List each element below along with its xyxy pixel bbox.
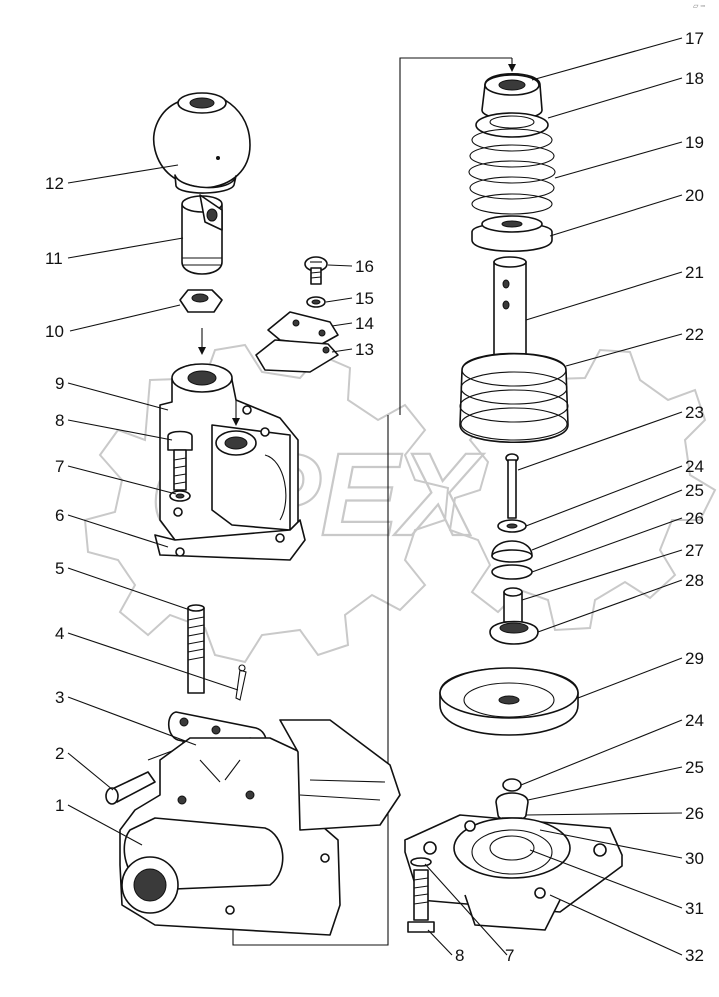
callout-32: 32 [685, 946, 704, 965]
part-22-large-spring [459, 352, 569, 443]
leader-lines [67, 37, 683, 956]
part-25-dome-upper [491, 540, 533, 563]
callout-30: 30 [685, 849, 704, 868]
part-16-screw [304, 256, 328, 285]
callout-10: 10 [45, 322, 64, 341]
callout-12: 12 [45, 174, 64, 193]
part-8-bolt [167, 430, 193, 491]
part-29-diaphragm [439, 667, 579, 736]
part-8-bolt-lower [407, 869, 435, 933]
callout-31: 31 [685, 899, 704, 918]
callout-22: 22 [685, 325, 704, 344]
callout-26-lower: 26 [685, 804, 704, 823]
part-11-clevis [181, 194, 223, 275]
part-12-boot [153, 92, 251, 194]
callout-labels: 12 11 10 9 8 7 6 5 4 3 2 1 16 15 14 13 1… [45, 29, 704, 965]
part-7-washer-lower [410, 857, 432, 867]
part-9-upper-housing [154, 363, 306, 561]
part-10-nut [179, 289, 223, 313]
callout-27: 27 [685, 541, 704, 560]
callout-26-upper: 26 [685, 509, 704, 528]
part-13-gasket [255, 339, 339, 373]
callout-25-lower: 25 [685, 758, 704, 777]
part-1-valve-body [119, 719, 401, 936]
callout-17: 17 [685, 29, 704, 48]
part-19-spring [468, 128, 556, 215]
part-15-lockwasher [306, 296, 326, 308]
part-27-sleeve [503, 587, 523, 623]
part-7-washer [169, 490, 191, 502]
part-26-ring-upper [491, 564, 533, 580]
callout-6: 6 [55, 506, 64, 525]
callout-29: 29 [685, 649, 704, 668]
callout-24-lower: 24 [685, 711, 704, 730]
part-4-cotter-pin [235, 664, 247, 701]
callout-9: 9 [55, 374, 64, 393]
callout-1: 1 [55, 796, 64, 815]
part-20-spring-seat [471, 215, 553, 252]
callout-5: 5 [55, 559, 64, 578]
callout-8: 8 [55, 411, 64, 430]
callout-23: 23 [685, 403, 704, 422]
callout-20: 20 [685, 186, 704, 205]
part-28-valve [489, 620, 539, 645]
callout-4: 4 [55, 624, 64, 643]
callout-13: 13 [355, 340, 374, 359]
part-18-ring [475, 112, 549, 138]
part-5-stud [187, 604, 205, 694]
callout-21: 21 [685, 263, 704, 282]
callout-14: 14 [355, 314, 374, 333]
part-2-pin [105, 771, 156, 805]
part-23-long-screw [505, 453, 519, 519]
callout-28: 28 [685, 571, 704, 590]
callout-8-lower: 8 [455, 946, 464, 965]
callout-3: 3 [55, 688, 64, 707]
callout-7-lower: 7 [505, 946, 514, 965]
part-30-31-32-base [404, 814, 623, 931]
callout-11: 11 [45, 249, 63, 268]
part-17-cap [481, 72, 543, 120]
part-24-washer-upper [497, 519, 527, 533]
callout-16: 16 [355, 257, 374, 276]
callout-19: 19 [685, 133, 704, 152]
callout-24-upper: 24 [685, 457, 704, 476]
corner-mark: ▱ ▫▫ [693, 3, 705, 10]
callout-25-upper: 25 [685, 481, 704, 500]
callout-18: 18 [685, 69, 704, 88]
callout-7: 7 [55, 457, 64, 476]
callout-2: 2 [55, 744, 64, 763]
callout-15: 15 [355, 289, 374, 308]
